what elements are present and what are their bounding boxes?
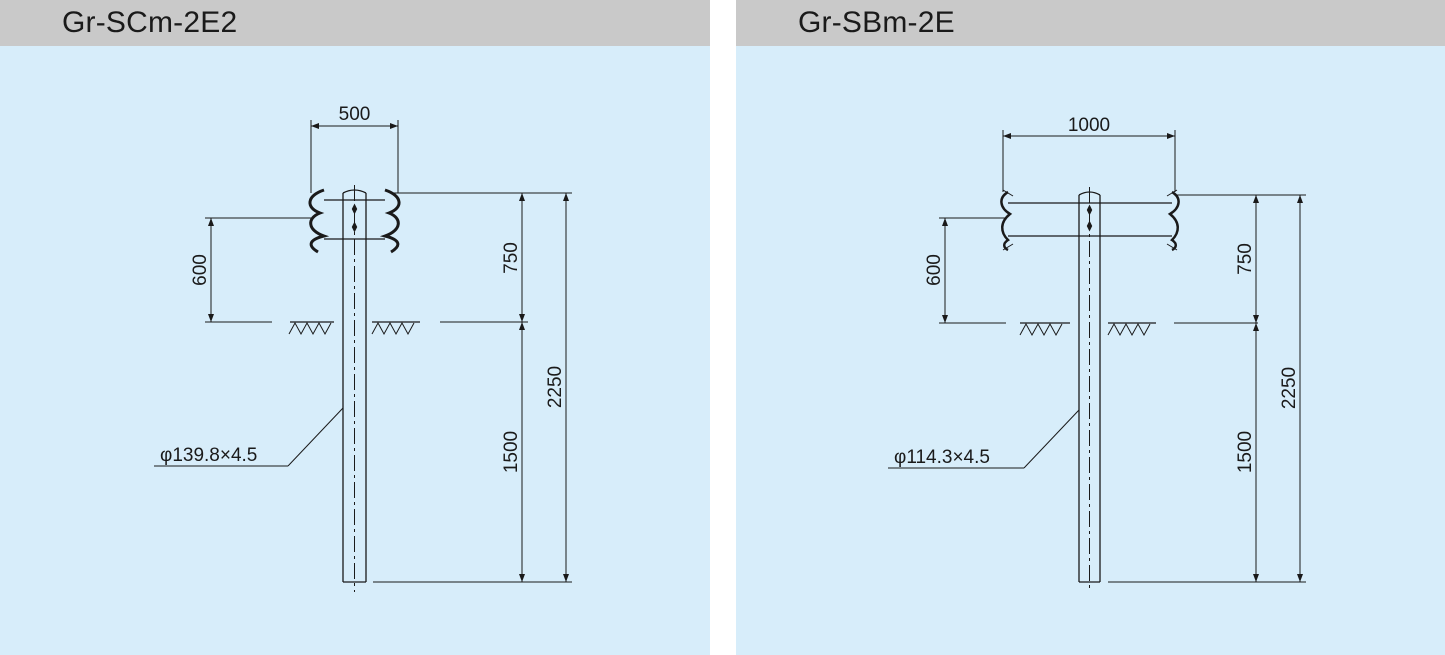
rail-profile-left	[1000, 190, 1013, 252]
panel-title: Gr-SCm-2E2	[62, 6, 238, 39]
bolt-icon	[1086, 204, 1093, 216]
dim-label-embedment: 1500	[1235, 431, 1256, 473]
panel-header: Gr-SBm-2E	[736, 0, 1445, 46]
panel-gr-sbm-2e: Gr-SBm-2E	[736, 0, 1445, 655]
dim-label-total-length: 2250	[545, 366, 566, 408]
ground-hatch-icon	[1107, 322, 1151, 337]
bolt-icon	[351, 221, 358, 233]
dim-label-beam-width: 1000	[1068, 115, 1110, 136]
leader-line	[1023, 409, 1080, 469]
panel-title: Gr-SBm-2E	[798, 6, 955, 39]
guardrail-drawing-right: 1000 600 750 1500 2250 φ114.3×4.5	[888, 115, 1306, 592]
dim-label-embedment: 1500	[501, 431, 522, 473]
pipe-spec-label: φ114.3×4.5	[894, 447, 990, 468]
dim-label-total-length: 2250	[1279, 367, 1300, 409]
bolt-icon	[1086, 220, 1093, 232]
dim-label-beam-width: 500	[339, 104, 371, 125]
ground-hatch-icon	[371, 321, 415, 336]
rail-profile-right	[379, 188, 401, 254]
panel-header: Gr-SCm-2E2	[0, 0, 710, 46]
ground-hatch-icon	[288, 321, 332, 336]
dim-label-above-ground: 750	[1235, 243, 1256, 275]
rail-profile-left	[308, 188, 330, 254]
panel-body	[736, 46, 1445, 655]
rail-profile-right	[1167, 190, 1180, 252]
guardrail-drawing-left: 500 600 750 1500 2250 φ139.8×4.5	[154, 104, 572, 592]
dim-label-rail-height: 600	[924, 254, 945, 286]
ground-hatch-icon	[1019, 322, 1063, 337]
dim-label-rail-height: 600	[190, 254, 211, 286]
dim-label-above-ground: 750	[501, 242, 522, 274]
bolt-icon	[351, 203, 358, 215]
pipe-spec-label: φ139.8×4.5	[160, 445, 257, 466]
leader-line	[287, 407, 344, 467]
panel-gr-scm-2e2: Gr-SCm-2E2	[0, 0, 710, 655]
